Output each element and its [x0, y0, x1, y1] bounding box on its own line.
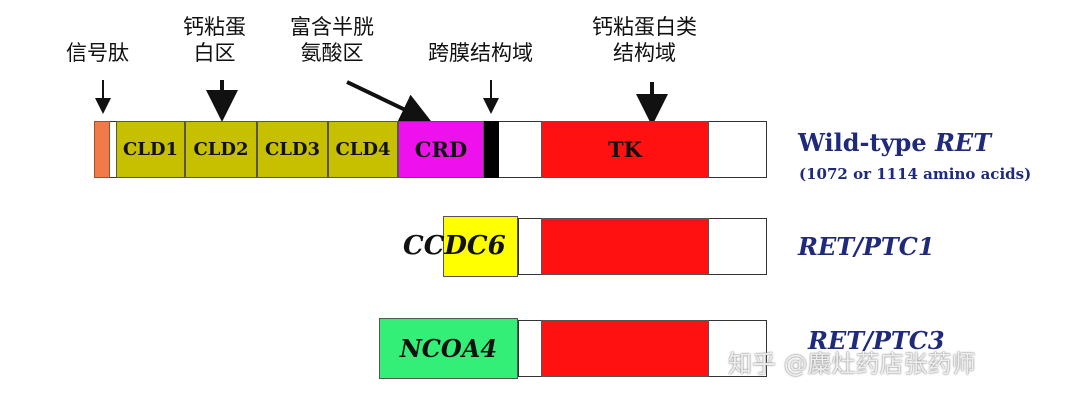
crd-segment: CRD	[398, 121, 484, 178]
ccdc6-segment	[443, 216, 518, 277]
zhihu-watermark: 知乎 @麋灶药店张药师	[728, 350, 976, 378]
cld3-segment: CLD3	[257, 121, 328, 178]
ptc1-name: RET/PTC1	[798, 232, 935, 261]
ccdc6-label: CCDC6	[403, 231, 506, 261]
label-cadherin-line2: 白区	[193, 41, 236, 65]
tk-segment-ptc3	[541, 320, 709, 377]
cld2-segment: CLD2	[185, 121, 257, 178]
label-tk-line1: 钙粘蛋白类	[592, 15, 697, 39]
label-tk-line2: 结构域	[613, 41, 676, 65]
wildtype-subtitle: (1072 or 1114 amino acids)	[799, 165, 1032, 183]
ptc3-name: RET/PTC3	[808, 326, 945, 355]
ncoa4-segment: NCOA4	[379, 318, 518, 379]
arrow-crd	[346, 80, 433, 124]
wildtype-name-italic: RET	[934, 128, 992, 157]
label-tk-domain: 钙粘蛋白类 结构域	[592, 14, 697, 66]
signal-peptide-segment	[94, 121, 110, 178]
label-signal-peptide: 信号肽	[66, 41, 129, 65]
label-transmembrane: 跨膜结构域	[428, 41, 533, 65]
label-cysteine-rich: 富含半胱 氨酸区	[290, 14, 374, 66]
label-cysteine-line2: 氨酸区	[300, 41, 364, 65]
wildtype-name-prefix: Wild-type	[798, 128, 935, 157]
tk-segment-ptc1	[541, 218, 709, 275]
transmembrane-segment	[484, 121, 499, 178]
label-cadherin-domain: 钙粘蛋 白区	[183, 14, 246, 66]
wildtype-ret-title: Wild-type RET	[798, 128, 991, 157]
tk-segment-wildtype: TK	[541, 121, 709, 178]
label-cysteine-line1: 富含半胱	[290, 15, 374, 39]
cld1-segment: CLD1	[116, 121, 185, 178]
label-cadherin-line1: 钙粘蛋	[183, 15, 246, 39]
cld4-segment: CLD4	[328, 121, 398, 178]
